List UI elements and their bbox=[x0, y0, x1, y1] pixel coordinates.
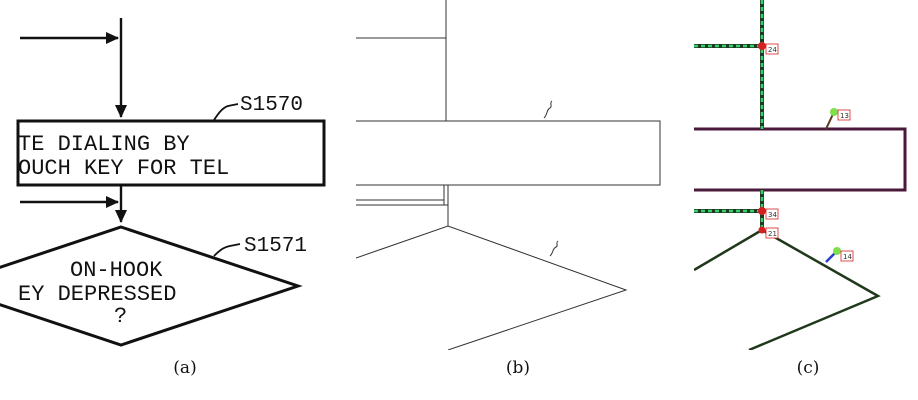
thin-leader-1 bbox=[543, 100, 553, 119]
process-box bbox=[16, 119, 326, 187]
tag-24: 24 bbox=[765, 43, 779, 55]
caption-c: (c) bbox=[796, 358, 820, 378]
panel-b bbox=[356, 0, 666, 350]
tag-13: 13 bbox=[837, 109, 851, 121]
caption-b: (b) bbox=[505, 358, 531, 378]
tag-13-text: 13 bbox=[840, 112, 849, 120]
leader-s1571 bbox=[213, 243, 241, 257]
decision-diamond bbox=[0, 225, 303, 347]
process-text-line-1: TE DIALING BY bbox=[18, 132, 190, 157]
caption-a: (a) bbox=[173, 358, 197, 378]
tag-21-text: 21 bbox=[768, 230, 777, 238]
vector-diamond bbox=[694, 228, 881, 350]
step-label-s1570: S1570 bbox=[240, 94, 303, 117]
tag-14-text: 14 bbox=[843, 253, 852, 261]
node-34 bbox=[758, 207, 766, 215]
node-13 bbox=[830, 108, 838, 116]
node-21 bbox=[758, 226, 766, 234]
leader-s1570 bbox=[213, 103, 239, 121]
panel-c: 24 13 34 21 14 bbox=[694, 0, 918, 350]
node-24 bbox=[758, 42, 766, 50]
vector-process-box bbox=[694, 127, 907, 192]
thin-process-box bbox=[356, 120, 661, 186]
panel-c-drawing: 24 13 34 21 14 bbox=[694, 0, 907, 350]
thin-leader-2 bbox=[549, 240, 559, 257]
panel-a-drawing: S1570 S1571 TE DIALING BY OUCH KEY FOR T… bbox=[0, 18, 326, 347]
tag-21: 21 bbox=[765, 227, 779, 239]
decision-text-line-1: ON-HOOK bbox=[70, 258, 163, 283]
decision-text-line-3: ? bbox=[114, 304, 127, 329]
tag-34-text: 34 bbox=[768, 211, 777, 219]
node-14 bbox=[833, 247, 841, 255]
tag-24-text: 24 bbox=[768, 46, 777, 54]
thin-diamond bbox=[356, 225, 628, 350]
panel-b-drawing bbox=[356, 0, 661, 350]
step-label-s1571: S1571 bbox=[244, 235, 307, 258]
tag-14: 14 bbox=[840, 250, 854, 262]
panel-a: S1570 S1571 TE DIALING BY OUCH KEY FOR T… bbox=[0, 0, 340, 350]
tag-34: 34 bbox=[765, 208, 779, 220]
process-text-line-2: OUCH KEY FOR TEL bbox=[18, 156, 229, 181]
decision-text-line-2: EY DEPRESSED bbox=[18, 282, 176, 307]
